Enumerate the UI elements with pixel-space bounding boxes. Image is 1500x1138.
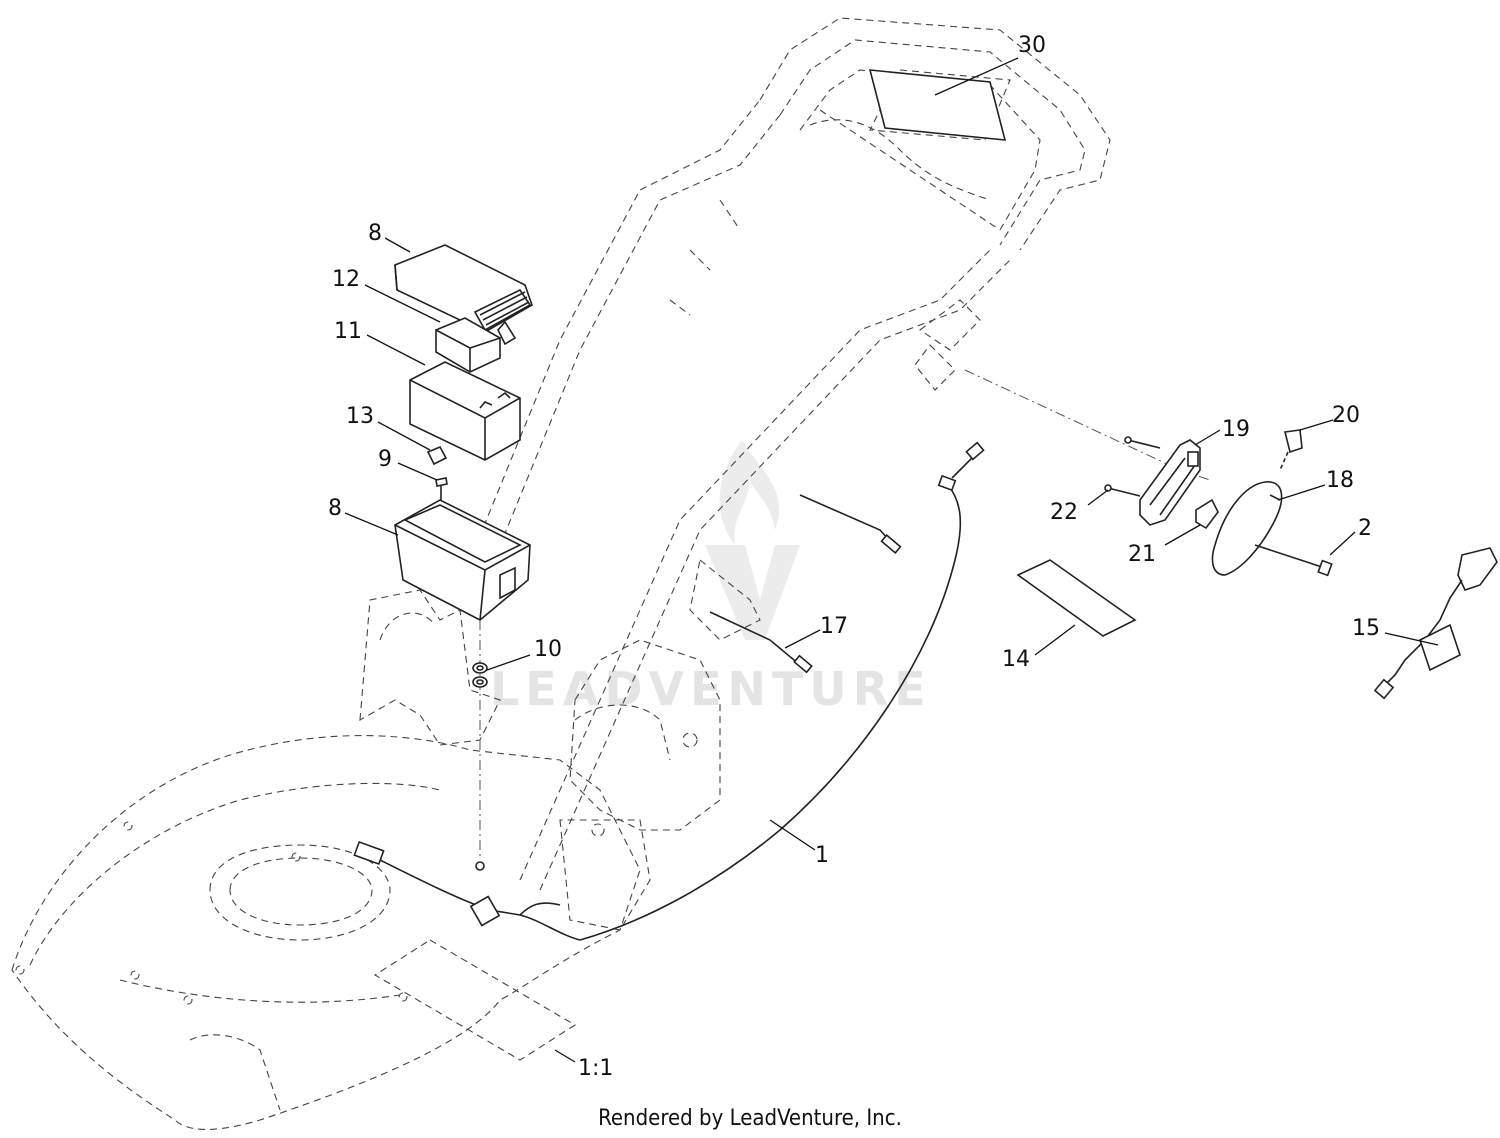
decal [1016,559,1137,637]
watermark: LEADVENTURE [490,440,932,716]
callout-14: 14 [1002,647,1030,672]
callout-labels: 30 8 12 11 13 9 8 10 17 1 1:1 19 20 22 1… [328,33,1380,1081]
handle-bracket [359,589,721,931]
watermark-text: LEADVENTURE [490,662,932,716]
callout-1-1: 1:1 [578,1056,613,1081]
watermark-v-icon [705,545,800,640]
switch-assembly [1104,429,1333,577]
callout-9: 9 [378,447,392,472]
callout-21: 21 [1128,542,1156,567]
battery-module [435,317,501,373]
cable-guides [709,494,902,674]
callout-8-cover: 8 [368,221,382,246]
callout-22: 22 [1050,500,1078,525]
handle-decal [868,69,1007,141]
callout-18: 18 [1326,468,1354,493]
washers [472,620,488,871]
callout-13: 13 [346,404,374,429]
battery-box [394,499,531,621]
mower-deck [11,735,641,1130]
callout-15: 15 [1352,616,1380,641]
callout-8-box: 8 [328,496,342,521]
callout-30: 30 [1018,33,1046,58]
callout-10: 10 [534,637,562,662]
footer-credit: Rendered by LeadVenture, Inc. [598,1106,902,1131]
battery [409,361,521,461]
battery-clip [426,445,448,466]
callout-2: 2 [1358,516,1372,541]
callout-20: 20 [1332,403,1360,428]
leader-lines [344,57,1439,1063]
callout-17: 17 [820,614,848,639]
battery-cover [394,244,533,346]
mower-handle [469,17,1211,891]
callout-19: 19 [1222,417,1250,442]
callout-1: 1 [815,843,829,868]
watermark-flame-icon [719,440,780,545]
wire-harness [353,441,985,941]
callout-11: 11 [334,319,362,344]
callout-12: 12 [332,267,360,292]
charger [1373,547,1498,700]
